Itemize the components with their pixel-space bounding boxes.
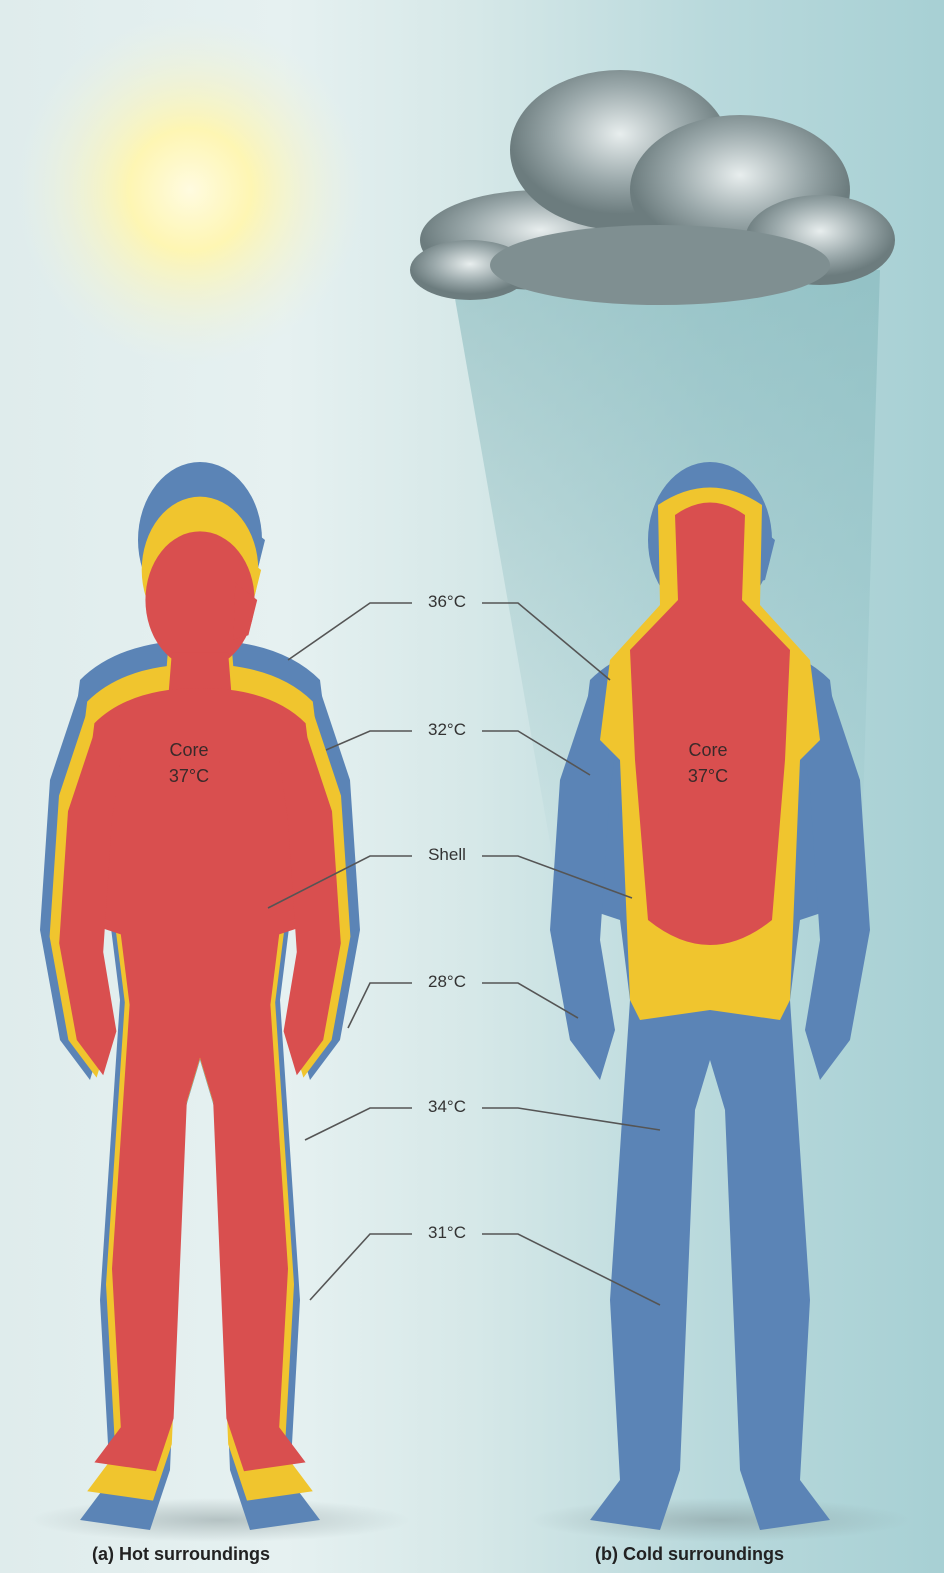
label-31c: 31°C <box>412 1223 482 1243</box>
hot-core-title: Core <box>144 737 234 763</box>
cloud-icon <box>410 70 895 305</box>
caption-cold: (b) Cold surroundings <box>595 1544 784 1565</box>
cold-figure-shadow <box>530 1498 910 1542</box>
hot-core-temp: 37°C <box>144 763 234 789</box>
label-shell: Shell <box>412 845 482 865</box>
cold-core-label: Core 37°C <box>663 737 753 789</box>
hot-core-label: Core 37°C <box>144 737 234 789</box>
label-32c: 32°C <box>412 720 482 740</box>
label-34c: 34°C <box>412 1097 482 1117</box>
cold-core-temp: 37°C <box>663 763 753 789</box>
caption-hot: (a) Hot surroundings <box>92 1544 270 1565</box>
sun-icon <box>15 15 365 365</box>
cold-core-title: Core <box>663 737 753 763</box>
label-28c: 28°C <box>412 972 482 992</box>
label-36c: 36°C <box>412 592 482 612</box>
hot-figure <box>40 462 360 1530</box>
